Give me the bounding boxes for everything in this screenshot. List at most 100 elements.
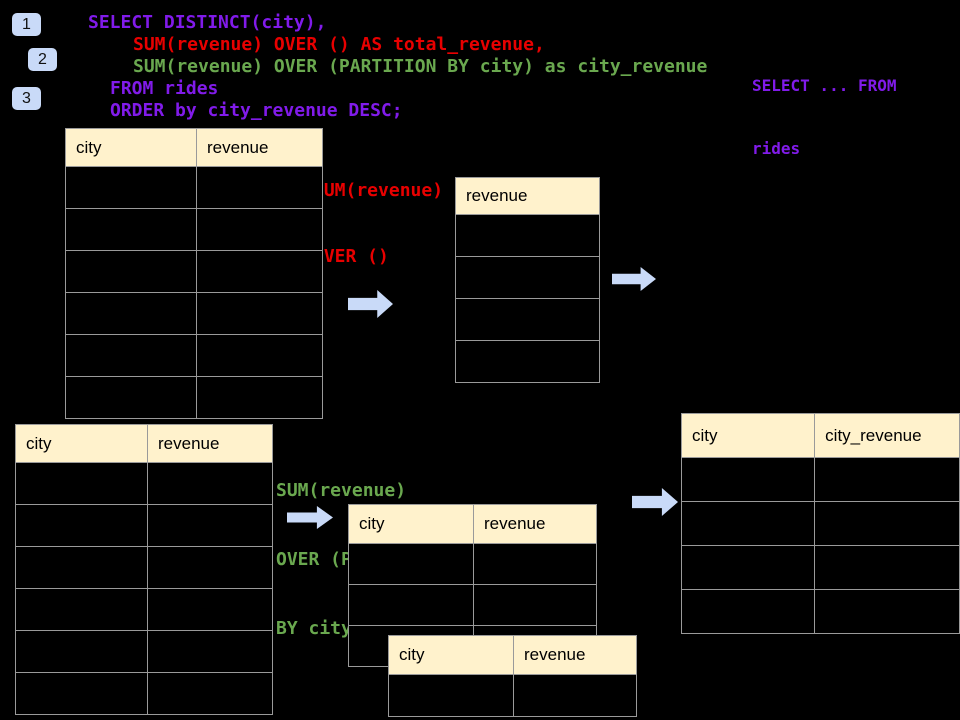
column-header: revenue bbox=[455, 177, 600, 215]
side-note-select-from-rides: SELECT ... FROM rides bbox=[752, 33, 897, 201]
table-row bbox=[15, 588, 273, 631]
table-cell bbox=[680, 589, 816, 634]
table-cell bbox=[15, 504, 148, 547]
table-cell bbox=[196, 334, 323, 377]
table-cell bbox=[196, 292, 323, 335]
side-note-line: rides bbox=[752, 139, 801, 158]
table-row bbox=[455, 340, 600, 383]
table-cell bbox=[513, 674, 637, 717]
table-cell bbox=[15, 630, 148, 673]
table-cell bbox=[147, 630, 273, 673]
table-cell bbox=[147, 672, 273, 715]
table-cell bbox=[814, 589, 960, 634]
table-row bbox=[65, 292, 323, 335]
table-cell bbox=[15, 462, 148, 505]
table-row bbox=[65, 208, 323, 251]
table-row bbox=[348, 584, 597, 626]
column-header: city bbox=[348, 504, 474, 544]
table-cell bbox=[147, 588, 273, 631]
table-row bbox=[15, 672, 273, 715]
table-cell bbox=[147, 546, 273, 589]
table-cell bbox=[65, 376, 197, 419]
table-row bbox=[65, 376, 323, 419]
table-cell bbox=[196, 376, 323, 419]
table-row bbox=[65, 250, 323, 293]
table-cell bbox=[814, 457, 960, 502]
table-row bbox=[15, 630, 273, 673]
flow-arrow-icon bbox=[612, 267, 656, 291]
table-cell bbox=[814, 501, 960, 546]
sql-line-total-revenue: SUM(revenue) OVER () AS total_revenue, bbox=[133, 34, 545, 55]
column-header: city_revenue bbox=[814, 413, 960, 458]
column-header: revenue bbox=[513, 635, 637, 675]
table-cell bbox=[473, 584, 597, 626]
table-row bbox=[680, 545, 960, 590]
side-note-line: SELECT ... FROM bbox=[752, 76, 897, 95]
table-cell bbox=[196, 166, 323, 209]
column-header: revenue bbox=[196, 128, 323, 167]
column-header: revenue bbox=[473, 504, 597, 544]
table-cell bbox=[348, 543, 474, 585]
table-row bbox=[680, 501, 960, 546]
table-row bbox=[680, 457, 960, 502]
table-cell bbox=[455, 298, 600, 341]
table-cell bbox=[455, 256, 600, 299]
table-cell bbox=[147, 504, 273, 547]
column-header: city bbox=[15, 424, 148, 463]
table-row bbox=[15, 504, 273, 547]
table-cell bbox=[348, 584, 474, 626]
table-cell bbox=[455, 340, 600, 383]
table-cell bbox=[65, 250, 197, 293]
table-cell bbox=[15, 546, 148, 589]
annotation-line: OVER () bbox=[313, 246, 389, 267]
table-row bbox=[348, 543, 597, 585]
table-cell bbox=[455, 214, 600, 257]
step-badge-3: 3 bbox=[12, 87, 41, 110]
flow-arrow-icon bbox=[632, 488, 678, 516]
table-cell bbox=[196, 250, 323, 293]
table-cell bbox=[15, 672, 148, 715]
table-row bbox=[388, 674, 637, 717]
table-row bbox=[455, 298, 600, 341]
table-cell bbox=[680, 545, 816, 590]
column-header: city bbox=[680, 413, 816, 458]
table-cell bbox=[147, 462, 273, 505]
table-cell bbox=[65, 166, 197, 209]
step-badge-1: 1 bbox=[12, 13, 41, 36]
step-badge-2: 2 bbox=[28, 48, 57, 71]
table-cell bbox=[65, 292, 197, 335]
flow-arrow-icon bbox=[287, 506, 333, 529]
column-header: city bbox=[388, 635, 514, 675]
annotation-line: SUM(revenue) bbox=[313, 180, 444, 201]
sql-line-order-by: ORDER by city_revenue DESC; bbox=[110, 100, 403, 121]
table-row bbox=[680, 589, 960, 634]
sql-line-city-revenue: SUM(revenue) OVER (PARTITION BY city) as… bbox=[133, 56, 708, 77]
column-header: city bbox=[65, 128, 197, 167]
sql-line-select: SELECT DISTINCT(city), bbox=[88, 12, 327, 33]
table-cell bbox=[680, 501, 816, 546]
flow-arrow-icon bbox=[348, 290, 393, 318]
table-cell bbox=[814, 545, 960, 590]
table-cell bbox=[65, 334, 197, 377]
total-revenue-result-table: revenue bbox=[455, 177, 600, 383]
table-cell bbox=[680, 457, 816, 502]
annotation-line: SUM(revenue) bbox=[276, 480, 407, 501]
table-row bbox=[65, 334, 323, 377]
sql-line-from: FROM rides bbox=[110, 78, 219, 99]
table-row bbox=[15, 546, 273, 589]
table-cell bbox=[473, 543, 597, 585]
table-cell bbox=[196, 208, 323, 251]
table-row bbox=[15, 462, 273, 505]
table-cell bbox=[15, 588, 148, 631]
column-header: revenue bbox=[147, 424, 273, 463]
table-row bbox=[455, 214, 600, 257]
table-cell bbox=[388, 674, 514, 717]
table-row bbox=[65, 166, 323, 209]
table-row bbox=[455, 256, 600, 299]
